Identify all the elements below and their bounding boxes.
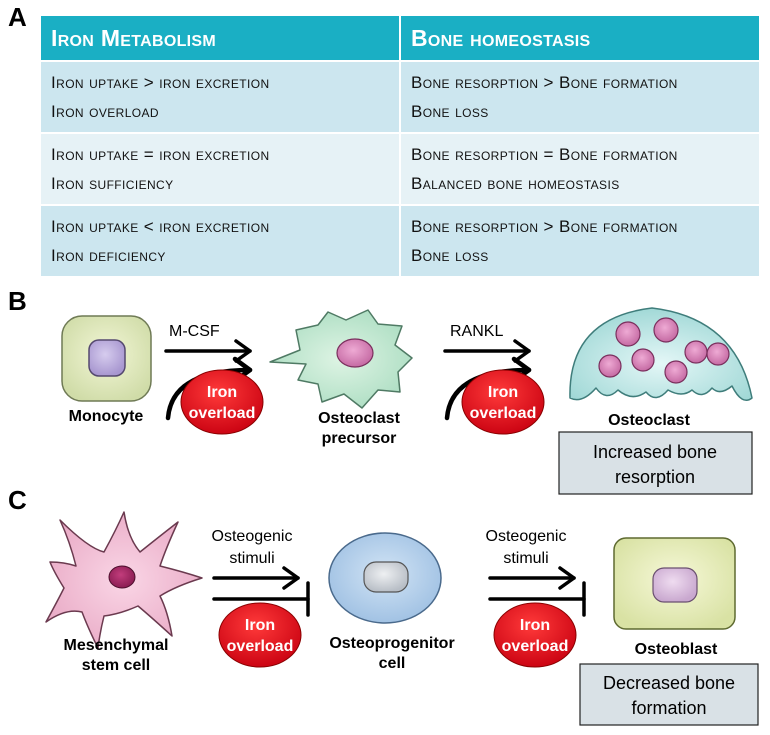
mcsf-label: M-CSF (169, 323, 220, 340)
forward-arrow-icon (443, 339, 531, 363)
cell-line: Iron sufficiency (51, 174, 174, 193)
cell-line: Bone resorption > Bone formation (411, 73, 678, 92)
cell-line: Iron uptake < iron excretion (51, 217, 270, 236)
inhibition-line-icon (488, 581, 586, 617)
iron-overload-line: Iron (245, 617, 275, 634)
precursor-label-line: precursor (322, 430, 397, 447)
outcome-line: resorption (615, 467, 695, 487)
monocyte-label: Monocyte (69, 408, 144, 425)
stimuli-label-line: Osteogenic (486, 528, 567, 545)
iron-overload-line: overload (227, 638, 294, 655)
outcome-line: Decreased bone (603, 673, 735, 693)
outcome-box-resorption: Increased bone resorption (558, 431, 753, 495)
outcome-line: Increased bone (593, 442, 717, 462)
table-header-bone-homeostasis: Bone homeostasis (399, 14, 761, 62)
mesenchymal-stem-cell-icon (45, 511, 203, 649)
iron-overload-badge: Iron overload (180, 369, 264, 435)
stimuli-label-line: stimuli (229, 550, 274, 567)
table-header-row: Iron Metabolism Bone homeostasis (39, 14, 761, 62)
iron-overload-line: Iron (488, 384, 518, 401)
osteoclast-precursor-cell-icon (269, 309, 413, 409)
iron-overload-badge: Iron overload (461, 369, 545, 435)
stimuli-label-line: Osteogenic (212, 528, 293, 545)
iron-overload-line: overload (470, 405, 537, 422)
rankl-label: RANKL (450, 323, 503, 340)
iron-overload-badge: Iron overload (218, 602, 302, 668)
cell-line: Balanced bone homeostasis (411, 174, 620, 193)
outcome-box-formation: Decreased bone formation (579, 663, 759, 726)
osteoblast-cell-icon (613, 537, 736, 630)
forward-arrow-icon (212, 566, 300, 590)
osteoclast-cell-icon (569, 307, 753, 401)
outcome-line: formation (631, 698, 706, 718)
cell-line: Bone loss (411, 246, 489, 265)
cell-line: Bone resorption > Bone formation (411, 217, 678, 236)
inhibition-line-icon (212, 581, 310, 617)
iron-overload-line: Iron (520, 617, 550, 634)
stimuli-label-line: stimuli (503, 550, 548, 567)
panel-label-c: C (8, 485, 27, 515)
precursor-label-line: Osteoclast (318, 410, 400, 427)
iron-overload-line: overload (189, 405, 256, 422)
panel-label-b: B (8, 286, 27, 316)
msc-label-line: Mesenchymal (64, 637, 169, 654)
cell-line: Iron uptake > iron excretion (51, 73, 270, 92)
iron-overload-line: Iron (207, 384, 237, 401)
iron-bone-table: Iron Metabolism Bone homeostasis Iron up… (39, 14, 761, 278)
table-header-iron-metabolism: Iron Metabolism (39, 14, 401, 62)
iron-overload-line: overload (502, 638, 569, 655)
panel-label-a: A (8, 2, 27, 32)
monocyte-cell-icon (61, 315, 152, 402)
forward-arrow-icon (488, 566, 576, 590)
msc-label-line: stem cell (82, 657, 150, 674)
osteoprogenitor-cell-icon (328, 532, 442, 624)
osteoblast-label: Osteoblast (635, 641, 718, 658)
progenitor-label-line: Osteoprogenitor (329, 635, 454, 652)
cell-line: Bone loss (411, 102, 489, 121)
osteoclast-label: Osteoclast (608, 412, 690, 429)
cell-line: Iron overload (51, 102, 159, 121)
cell-line: Iron deficiency (51, 246, 166, 265)
iron-overload-badge: Iron overload (493, 602, 577, 668)
forward-arrow-icon (164, 339, 252, 363)
progenitor-label-line: cell (379, 655, 406, 672)
cell-line: Bone resorption = Bone formation (411, 145, 678, 164)
cell-line: Iron uptake = iron excretion (51, 145, 270, 164)
